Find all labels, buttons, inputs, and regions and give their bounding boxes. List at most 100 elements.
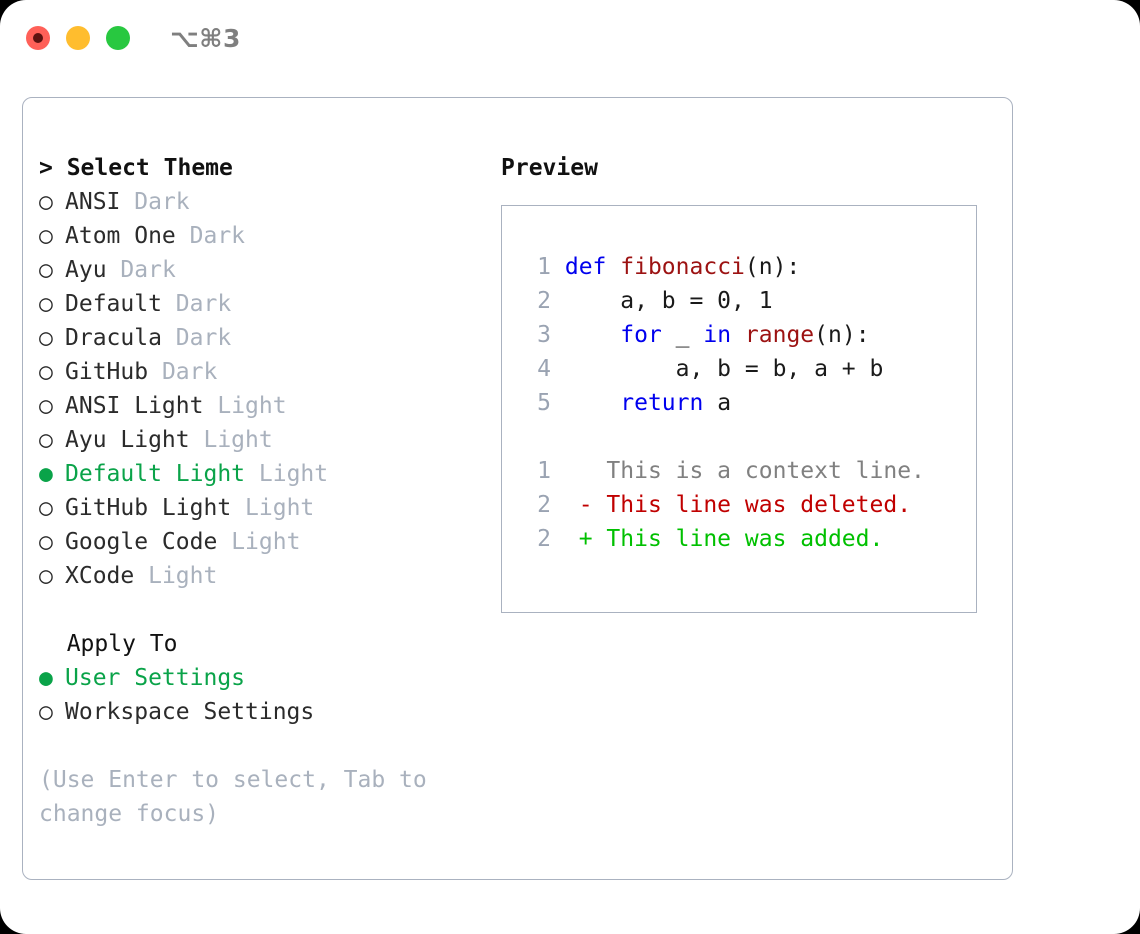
line-number: 1 bbox=[537, 254, 551, 280]
theme-name: Ayu bbox=[65, 257, 107, 283]
theme-name: Google Code bbox=[65, 529, 218, 555]
spacer bbox=[231, 495, 245, 521]
apply-to-label: User Settings bbox=[65, 665, 246, 691]
gutter-gap bbox=[551, 526, 579, 552]
spacer bbox=[148, 359, 162, 385]
apply-to-header: Apply To bbox=[39, 631, 178, 657]
theme-name: Atom One bbox=[65, 223, 176, 249]
spacer bbox=[203, 393, 217, 419]
gutter-gap bbox=[551, 254, 565, 280]
code-token bbox=[731, 322, 745, 348]
radio-unselected-icon: ○ bbox=[39, 495, 53, 521]
spacer bbox=[162, 291, 176, 317]
keyboard-shortcut-label: ⌥⌘3 bbox=[170, 24, 241, 53]
theme-list-item[interactable]: ○ Atom One Dark bbox=[39, 219, 489, 253]
gutter-gap bbox=[551, 492, 579, 518]
code-token: _ bbox=[661, 322, 704, 348]
theme-name: Default Light bbox=[65, 461, 246, 487]
theme-selection-panel: > Select Theme ○ANSI Dark○Atom One Dark○… bbox=[39, 151, 489, 831]
theme-variant-label: Dark bbox=[189, 223, 246, 249]
theme-list[interactable]: ○ANSI Dark○Atom One Dark○Ayu Dark○Defaul… bbox=[39, 185, 489, 593]
radio-unselected-icon: ○ bbox=[39, 393, 53, 419]
preview-panel: Preview 1 def fibonacci(n):2 a, b = 0, 1… bbox=[501, 151, 1001, 613]
theme-list-item[interactable]: ● Default Light Light bbox=[39, 457, 489, 491]
line-number: 4 bbox=[537, 356, 551, 382]
theme-list-item[interactable]: ○Ayu Dark bbox=[39, 253, 489, 287]
spacer bbox=[120, 189, 134, 215]
radio-unselected-icon: ○ bbox=[39, 699, 53, 725]
spacer bbox=[217, 529, 231, 555]
apply-to-item[interactable]: ○ Workspace Settings bbox=[39, 695, 489, 729]
theme-list-item[interactable]: ○ ANSI Light Light bbox=[39, 389, 489, 423]
theme-list-item[interactable]: ○Google Code Light bbox=[39, 525, 489, 559]
theme-list-item[interactable]: ○ GitHub Light Light bbox=[39, 491, 489, 525]
theme-variant-label: Light bbox=[148, 563, 218, 589]
code-line: 4 a, b = b, a + b bbox=[519, 352, 970, 386]
line-number: 2 bbox=[537, 288, 551, 314]
theme-list-header: > Select Theme bbox=[39, 155, 233, 181]
line-number: 2 bbox=[537, 492, 551, 518]
theme-variant-label: Dark bbox=[120, 257, 176, 283]
line-number: 3 bbox=[537, 322, 551, 348]
apply-to-item[interactable]: ● User Settings bbox=[39, 661, 489, 695]
theme-variant-label: Dark bbox=[175, 325, 232, 351]
spacer bbox=[190, 427, 204, 453]
code-token: return bbox=[620, 390, 704, 416]
theme-list-item[interactable]: ○XCode Light bbox=[39, 559, 489, 593]
theme-list-item[interactable]: ○Ayu Light Light bbox=[39, 423, 489, 457]
gutter-gap bbox=[551, 288, 565, 314]
diff-sign: - bbox=[578, 492, 607, 518]
theme-list-item[interactable]: ○GitHub Dark bbox=[39, 355, 489, 389]
theme-list-item[interactable]: ○Dracula Dark bbox=[39, 321, 489, 355]
radio-selected-icon: ● bbox=[39, 665, 53, 691]
code-token: a, b = 0, 1 bbox=[564, 288, 773, 314]
code-token: (n): bbox=[744, 254, 801, 280]
radio-unselected-icon: ○ bbox=[39, 223, 53, 249]
gutter-gap bbox=[551, 390, 565, 416]
theme-variant-label: Light bbox=[245, 495, 315, 521]
code-line: 3 for _ in range(n): bbox=[519, 318, 970, 352]
theme-list-item[interactable]: ○Default Dark bbox=[39, 287, 489, 321]
code-token: range bbox=[744, 322, 815, 348]
line-number: 5 bbox=[537, 390, 551, 416]
code-line: 2 a, b = 0, 1 bbox=[519, 284, 970, 318]
maximize-window-button[interactable] bbox=[106, 26, 130, 50]
titlebar: ⌥⌘3 bbox=[0, 0, 1140, 78]
theme-name: ANSI bbox=[65, 189, 121, 215]
code-line: 1 def fibonacci(n): bbox=[519, 250, 970, 284]
radio-selected-icon: ● bbox=[39, 461, 53, 487]
gutter-gap bbox=[551, 356, 565, 382]
radio-unselected-icon: ○ bbox=[39, 529, 53, 555]
theme-name: ANSI Light bbox=[65, 393, 204, 419]
apply-to-label: Workspace Settings bbox=[65, 699, 315, 725]
theme-variant-label: Light bbox=[203, 427, 273, 453]
diff-sign bbox=[579, 458, 607, 484]
code-token: fibonacci bbox=[620, 254, 745, 280]
theme-variant-label: Light bbox=[258, 461, 329, 487]
minimize-window-button[interactable] bbox=[66, 26, 90, 50]
gutter-gap bbox=[551, 458, 579, 484]
diff-text: This line was deleted. bbox=[606, 492, 912, 518]
theme-name: GitHub Light bbox=[65, 495, 232, 521]
diff-line: 2 - This line was deleted. bbox=[519, 488, 970, 522]
spacer bbox=[134, 563, 148, 589]
apply-to-list[interactable]: ● User Settings ○ Workspace Settings bbox=[39, 661, 489, 729]
code-line: 5 return a bbox=[519, 386, 970, 420]
theme-variant-label: Light bbox=[217, 393, 287, 419]
code-token: a bbox=[703, 390, 732, 416]
theme-name: Default bbox=[65, 291, 162, 317]
theme-name: GitHub bbox=[65, 359, 149, 385]
theme-list-item[interactable]: ○ANSI Dark bbox=[39, 185, 489, 219]
code-spacer bbox=[519, 420, 970, 454]
apply-to-group: Apply To ● User Settings ○ Workspace Settin… bbox=[39, 627, 489, 729]
line-number: 1 bbox=[537, 458, 551, 484]
spacer bbox=[107, 257, 121, 283]
theme-name: Ayu Light bbox=[65, 427, 190, 453]
spacer bbox=[176, 223, 190, 249]
radio-unselected-icon: ○ bbox=[39, 189, 53, 215]
code-token: a, b = b, a + b bbox=[564, 356, 884, 382]
